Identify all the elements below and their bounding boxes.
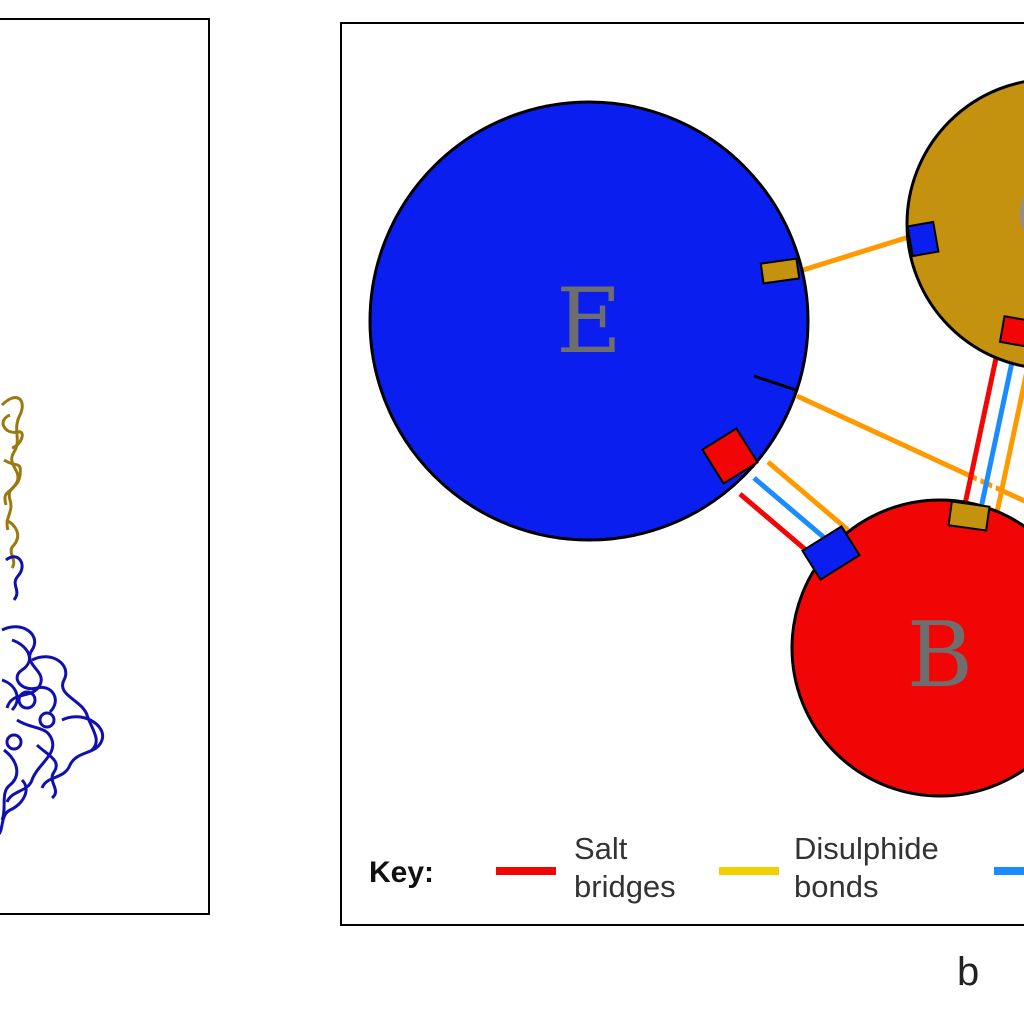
- key-swatch-disulphide-bonds: [719, 867, 779, 875]
- node-C-circle: [905, 80, 1024, 368]
- node-C-label-glyph: [1020, 196, 1024, 232]
- node-E-patch-gold: [759, 257, 801, 285]
- edge-E-offpanel-orange: [795, 393, 1024, 504]
- panel-letter-b: b: [957, 950, 980, 994]
- interface-network-svg: E B: [368, 80, 1024, 798]
- node-B: B: [790, 498, 1024, 798]
- node-B-patch-gold: [947, 500, 991, 532]
- panel-a-structure: [0, 18, 210, 915]
- key-label-salt-bridges: Salt bridges: [574, 831, 676, 904]
- key-swatch-salt-bridges: [496, 867, 556, 875]
- protein-ribbon-diagram: [0, 396, 105, 835]
- node-B-label: B: [907, 603, 973, 708]
- node-E-circle: [368, 100, 810, 542]
- edge-C-B-multi: [961, 343, 1024, 518]
- key-title: Key:: [369, 856, 435, 889]
- key-label-disulphide-bonds: Disulphide bonds: [794, 831, 939, 904]
- node-C-patch-blue: [906, 220, 940, 258]
- node-E-label: E: [556, 269, 622, 374]
- edge-E-C-orange: [799, 233, 913, 274]
- gold-chain-ribbon: [0, 396, 24, 569]
- panel-b-interface-diagram: E B Key: Salt bridges Disulphide bonds: [340, 22, 1024, 926]
- legend-key: Key: Salt bridges Disulphide bonds: [364, 824, 1024, 914]
- node-C-patch-red: [998, 315, 1024, 349]
- node-C: [905, 80, 1024, 368]
- node-E-tick: [753, 374, 797, 392]
- node-B-circle: [790, 498, 1024, 798]
- key-swatch-hydrogen-bonds: [994, 867, 1024, 875]
- node-E-patch-red: [701, 427, 759, 485]
- node-E: E: [368, 100, 810, 542]
- node-B-patch-blue: [801, 525, 861, 581]
- blue-chain-ribbon: [0, 555, 105, 835]
